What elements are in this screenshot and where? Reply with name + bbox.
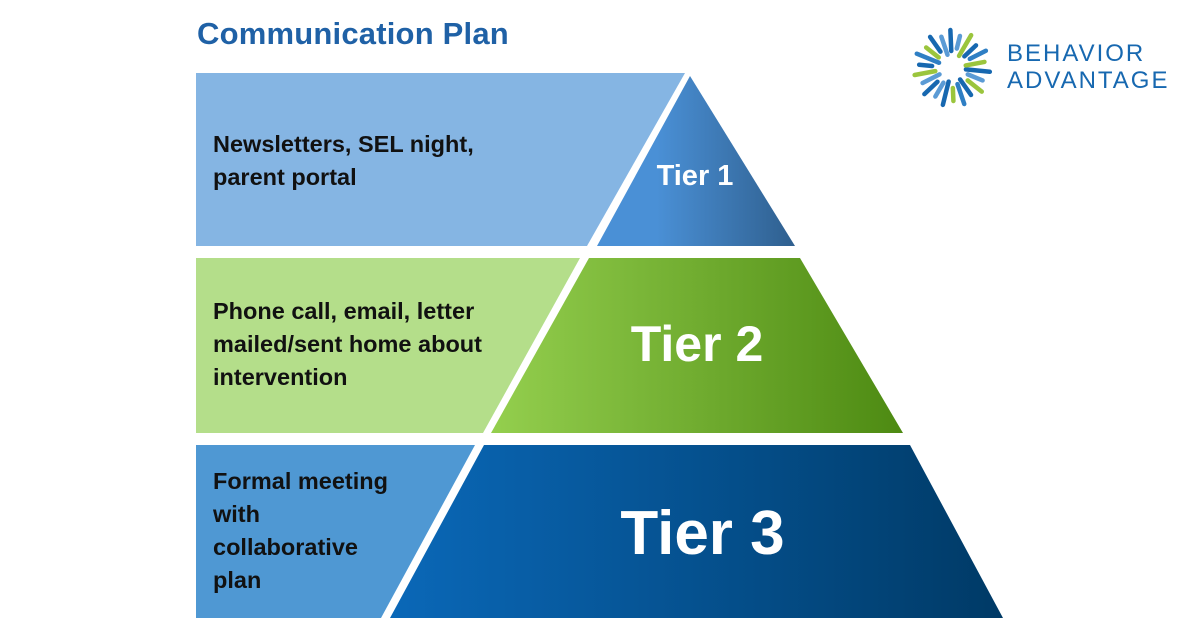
tier-3-description: Formal meeting with collaborative plan	[213, 468, 388, 593]
logo-ray	[963, 67, 993, 75]
logo-ray	[916, 62, 935, 69]
logo-ray	[920, 72, 942, 86]
logo-ray	[933, 80, 946, 99]
tier-2-trapezoid	[491, 258, 903, 433]
tier-1-label: Tier 1	[656, 160, 734, 192]
logo-ray	[962, 43, 979, 59]
logo-ray	[956, 32, 974, 59]
logo-text: BEHAVIOR ADVANTAGE	[1007, 40, 1169, 94]
tier-2-label: Tier 2	[630, 316, 764, 372]
logo-ray	[914, 51, 942, 65]
logo-ray	[912, 68, 938, 78]
tier-1-triangle	[597, 76, 795, 246]
logo-ray	[939, 34, 950, 57]
logo-ray	[965, 72, 985, 83]
logo-line-2: ADVANTAGE	[1007, 67, 1170, 94]
tier-2-panel	[196, 258, 580, 433]
logo-ray	[948, 27, 954, 54]
logo-ray	[965, 78, 985, 94]
logo-ray	[923, 45, 941, 60]
logo-ray	[922, 79, 940, 97]
tier-1-panel	[196, 73, 685, 246]
logo-ray	[950, 85, 956, 104]
logo-ray	[940, 79, 951, 108]
tier-3-trapezoid	[390, 445, 1003, 618]
logo-ray	[955, 81, 967, 107]
tier-3-panel	[196, 445, 475, 618]
logo-ray	[967, 48, 989, 62]
tier-3-label: Tier 3	[620, 499, 785, 568]
tier-1-description: Newsletters, SEL night, parent portal	[213, 131, 474, 190]
logo-ray	[927, 34, 943, 54]
tier-2-description: Phone call, email, letter mailed/sent ho…	[213, 298, 482, 390]
page-title: Communication Plan	[197, 16, 509, 51]
logo-ray	[957, 77, 974, 98]
logo-ray	[954, 33, 963, 51]
logo-line-1: BEHAVIOR	[1007, 40, 1146, 67]
logo-ray	[963, 59, 987, 68]
behavior-advantage-logo-icon	[912, 27, 993, 108]
